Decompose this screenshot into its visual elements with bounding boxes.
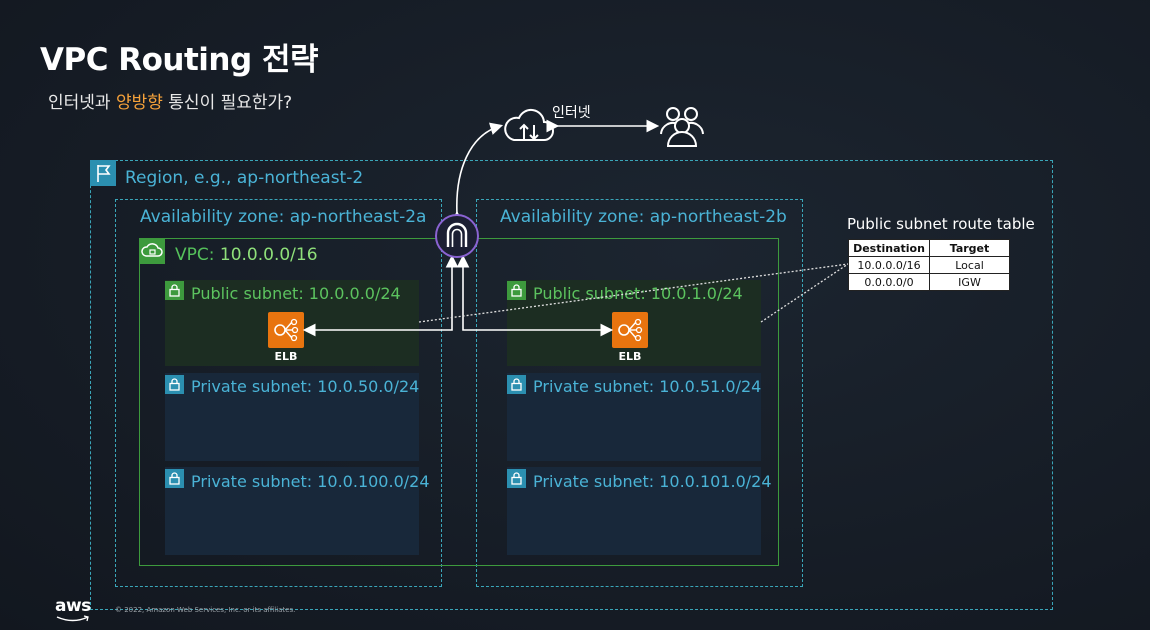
- table-row: 0.0.0.0/0 IGW: [848, 273, 1010, 291]
- lock-icon: [165, 281, 184, 300]
- vpc-cloud-icon: [139, 238, 165, 264]
- availability-zone-a-label: Availability zone: ap-northeast-2a: [140, 207, 427, 227]
- route-target: IGW: [929, 273, 1010, 291]
- load-balancer-icon: [612, 312, 648, 348]
- table-row: 10.0.0.0/16 Local: [848, 256, 1010, 274]
- route-table-title: Public subnet route table: [847, 215, 1035, 233]
- igw-internet-link: [451, 122, 504, 224]
- route-table-pointer-b: [760, 263, 849, 323]
- region-label: Region, e.g., ap-northeast-2: [125, 168, 364, 188]
- lock-icon: [507, 469, 526, 488]
- route-table-header-destination: Destination: [848, 239, 930, 257]
- public-subnet-b-label: Public subnet: 10.0.1.0/24: [533, 284, 743, 303]
- private-subnet-b1: [507, 373, 761, 461]
- private-subnet-a1: [165, 373, 419, 461]
- subtitle-highlight: 양방향: [115, 93, 163, 113]
- public-subnet-a-label: Public subnet: 10.0.0.0/24: [191, 284, 401, 303]
- private-subnet-b2: [507, 467, 761, 555]
- region-boundary: [90, 160, 1053, 610]
- lock-icon: [165, 469, 184, 488]
- copyright-text: © 2022, Amazon Web Services, Inc. or its…: [115, 606, 296, 614]
- table-header-row: Destination Target: [848, 239, 1010, 257]
- aws-smile-icon: [56, 615, 89, 622]
- igw-elb-b-link: [462, 258, 614, 337]
- subtitle-pre: 인터넷과: [48, 93, 116, 113]
- private-subnet-b1-label: Private subnet: 10.0.51.0/24: [533, 377, 762, 396]
- vpc-label: VPC: 10.0.0.0/16: [175, 245, 318, 265]
- private-subnet-a2: [165, 467, 419, 555]
- lock-icon: [507, 281, 526, 300]
- route-table-pointer-a: [418, 263, 849, 323]
- slide-subtitle: 인터넷과 양방향 통신이 필요한가?: [48, 88, 292, 113]
- slide-title: VPC Routing 전략: [40, 42, 319, 78]
- load-balancer-icon: [268, 312, 304, 348]
- igw-elb-a-link: [302, 258, 453, 337]
- vpc-label-prefix: VPC:: [175, 245, 220, 265]
- internet-label: 인터넷: [552, 105, 591, 121]
- aws-logo: aws: [55, 596, 91, 616]
- subtitle-post: 통신이 필요한가?: [162, 93, 293, 113]
- users-group-icon: [660, 107, 704, 147]
- private-subnet-b2-label: Private subnet: 10.0.101.0/24: [533, 472, 772, 491]
- elb-b-label: ELB: [618, 350, 642, 363]
- route-destination: 10.0.0.0/16: [848, 256, 930, 274]
- internet-gateway-icon: [435, 214, 479, 258]
- route-table-header-target: Target: [929, 239, 1010, 257]
- availability-zone-b-label: Availability zone: ap-northeast-2b: [500, 207, 787, 227]
- cloud-up-down-icon: [504, 108, 554, 141]
- vpc-cidr: 10.0.0.0/16: [219, 245, 318, 265]
- route-target: Local: [929, 256, 1010, 274]
- route-table: Destination Target 10.0.0.0/16 Local 0.0…: [848, 239, 1010, 291]
- lock-icon: [165, 375, 184, 394]
- lock-icon: [507, 375, 526, 394]
- private-subnet-a1-label: Private subnet: 10.0.50.0/24: [191, 377, 420, 396]
- route-destination: 0.0.0.0/0: [848, 273, 930, 291]
- availability-zone-b: [476, 199, 803, 587]
- private-subnet-a2-label: Private subnet: 10.0.100.0/24: [191, 472, 430, 491]
- availability-zone-a: [115, 199, 442, 587]
- elb-a-label: ELB: [274, 350, 298, 363]
- flag-icon: [90, 160, 116, 186]
